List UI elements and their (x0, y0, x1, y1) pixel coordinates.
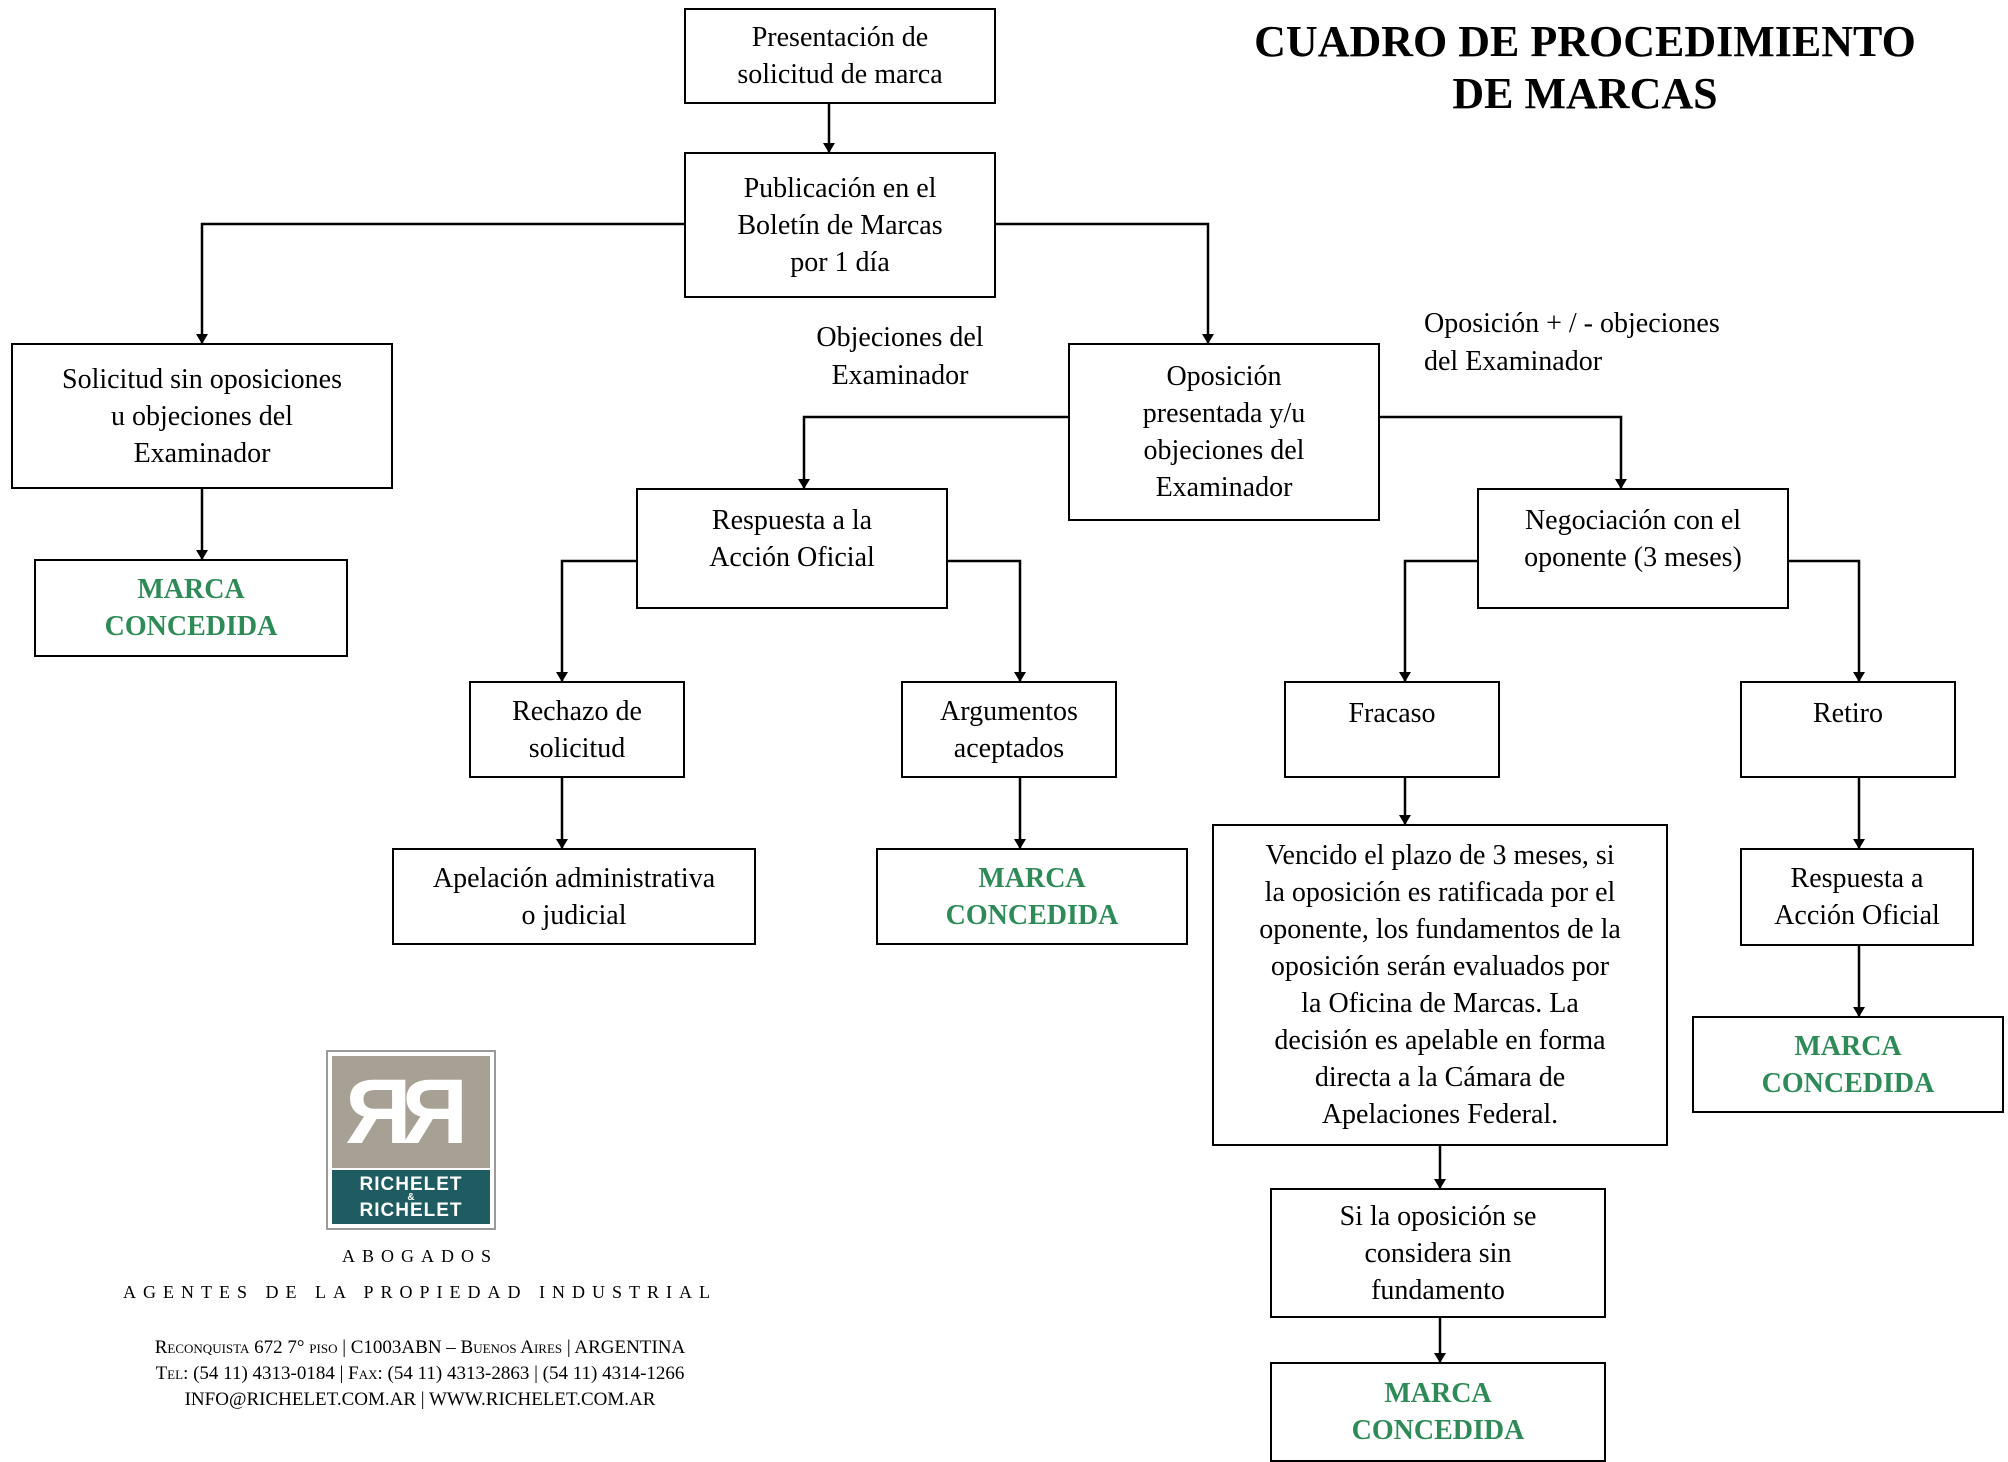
node-respuesta-accion-oficial: Respuesta a la Acción Oficial (636, 488, 948, 609)
node-respuesta-a-accion-oficial: Respuesta a Acción Oficial (1740, 848, 1974, 946)
node-fracaso: Fracaso (1284, 681, 1500, 778)
node-argumentos: Argumentos aceptados (901, 681, 1117, 778)
logo-name-2: RICHELET (359, 1200, 463, 1221)
node-vencido: Vencido el plazo de 3 meses, si la oposi… (1212, 824, 1668, 1146)
node-publicacion: Publicación en el Boletín de Marcas por … (684, 152, 996, 298)
edge-label-oposicion-objeciones: Oposición + / - objeciones del Examinado… (1424, 308, 1720, 377)
edge-oposicion-respuesta (798, 415, 1068, 489)
node-presentacion: Presentación de solicitud de marca (684, 8, 996, 104)
firm-abogados: ABOGADOS (342, 1246, 499, 1266)
logo-ampersand: & (407, 1192, 415, 1203)
node-marca-concedida-4: MARCA CONCEDIDA (1270, 1362, 1606, 1462)
node-rechazo: Rechazo de solicitud (469, 681, 685, 778)
node-sin-oposiciones: Solicitud sin oposiciones u objeciones d… (11, 343, 393, 489)
node-retiro: Retiro (1740, 681, 1956, 778)
node-sin-fundamento: Si la oposición se considera sin fundame… (1270, 1188, 1606, 1318)
node-marca-concedida-2: MARCA CONCEDIDA (876, 848, 1188, 945)
edge-negociacion-fracaso (1399, 559, 1477, 682)
firm-agentes: AGENTES DE LA PROPIEDAD INDUSTRIAL (123, 1282, 717, 1302)
node-apelacion: Apelación administrativa o judicial (392, 848, 756, 945)
firm-address: Reconquista 672 7° piso | C1003ABN – Bue… (154, 1337, 686, 1358)
logo-monogram: RR (332, 1056, 490, 1168)
edge-negociacion-retiro (1789, 559, 1865, 682)
logo-name-1: RICHELET (359, 1174, 463, 1195)
node-marca-concedida-1: MARCA CONCEDIDA (34, 559, 348, 657)
node-negociacion: Negociación con el oponente (3 meses) (1477, 488, 1789, 609)
firm-phones: Tel: (54 11) 4313-0184 | Fax: (54 11) 43… (155, 1363, 685, 1384)
node-marca-concedida-3: MARCA CONCEDIDA (1692, 1016, 2004, 1113)
edge-publicacion-oposicion (996, 222, 1214, 344)
logo-name-band: RICHELET & RICHELET (332, 1170, 490, 1224)
edge-oposicion-negociacion (1380, 415, 1627, 489)
firm-web: INFO@RICHELET.COM.AR | WWW.RICHELET.COM.… (184, 1389, 656, 1410)
node-oposicion: Oposición presentada y/u objeciones del … (1068, 343, 1380, 521)
edge-respuesta-argumentos (948, 559, 1026, 682)
diagram-title: CUADRO DE PROCEDIMIENTO DE MARCAS (1254, 17, 1916, 118)
edge-publicacion-sin-oposiciones (196, 222, 684, 344)
edge-respuesta-rechazo (556, 559, 636, 682)
richelet-logo: RR RICHELET & RICHELET (326, 1050, 496, 1230)
logo-letters: RR (354, 1061, 468, 1163)
edge-label-objeciones: Objeciones del Examinador (816, 322, 984, 391)
